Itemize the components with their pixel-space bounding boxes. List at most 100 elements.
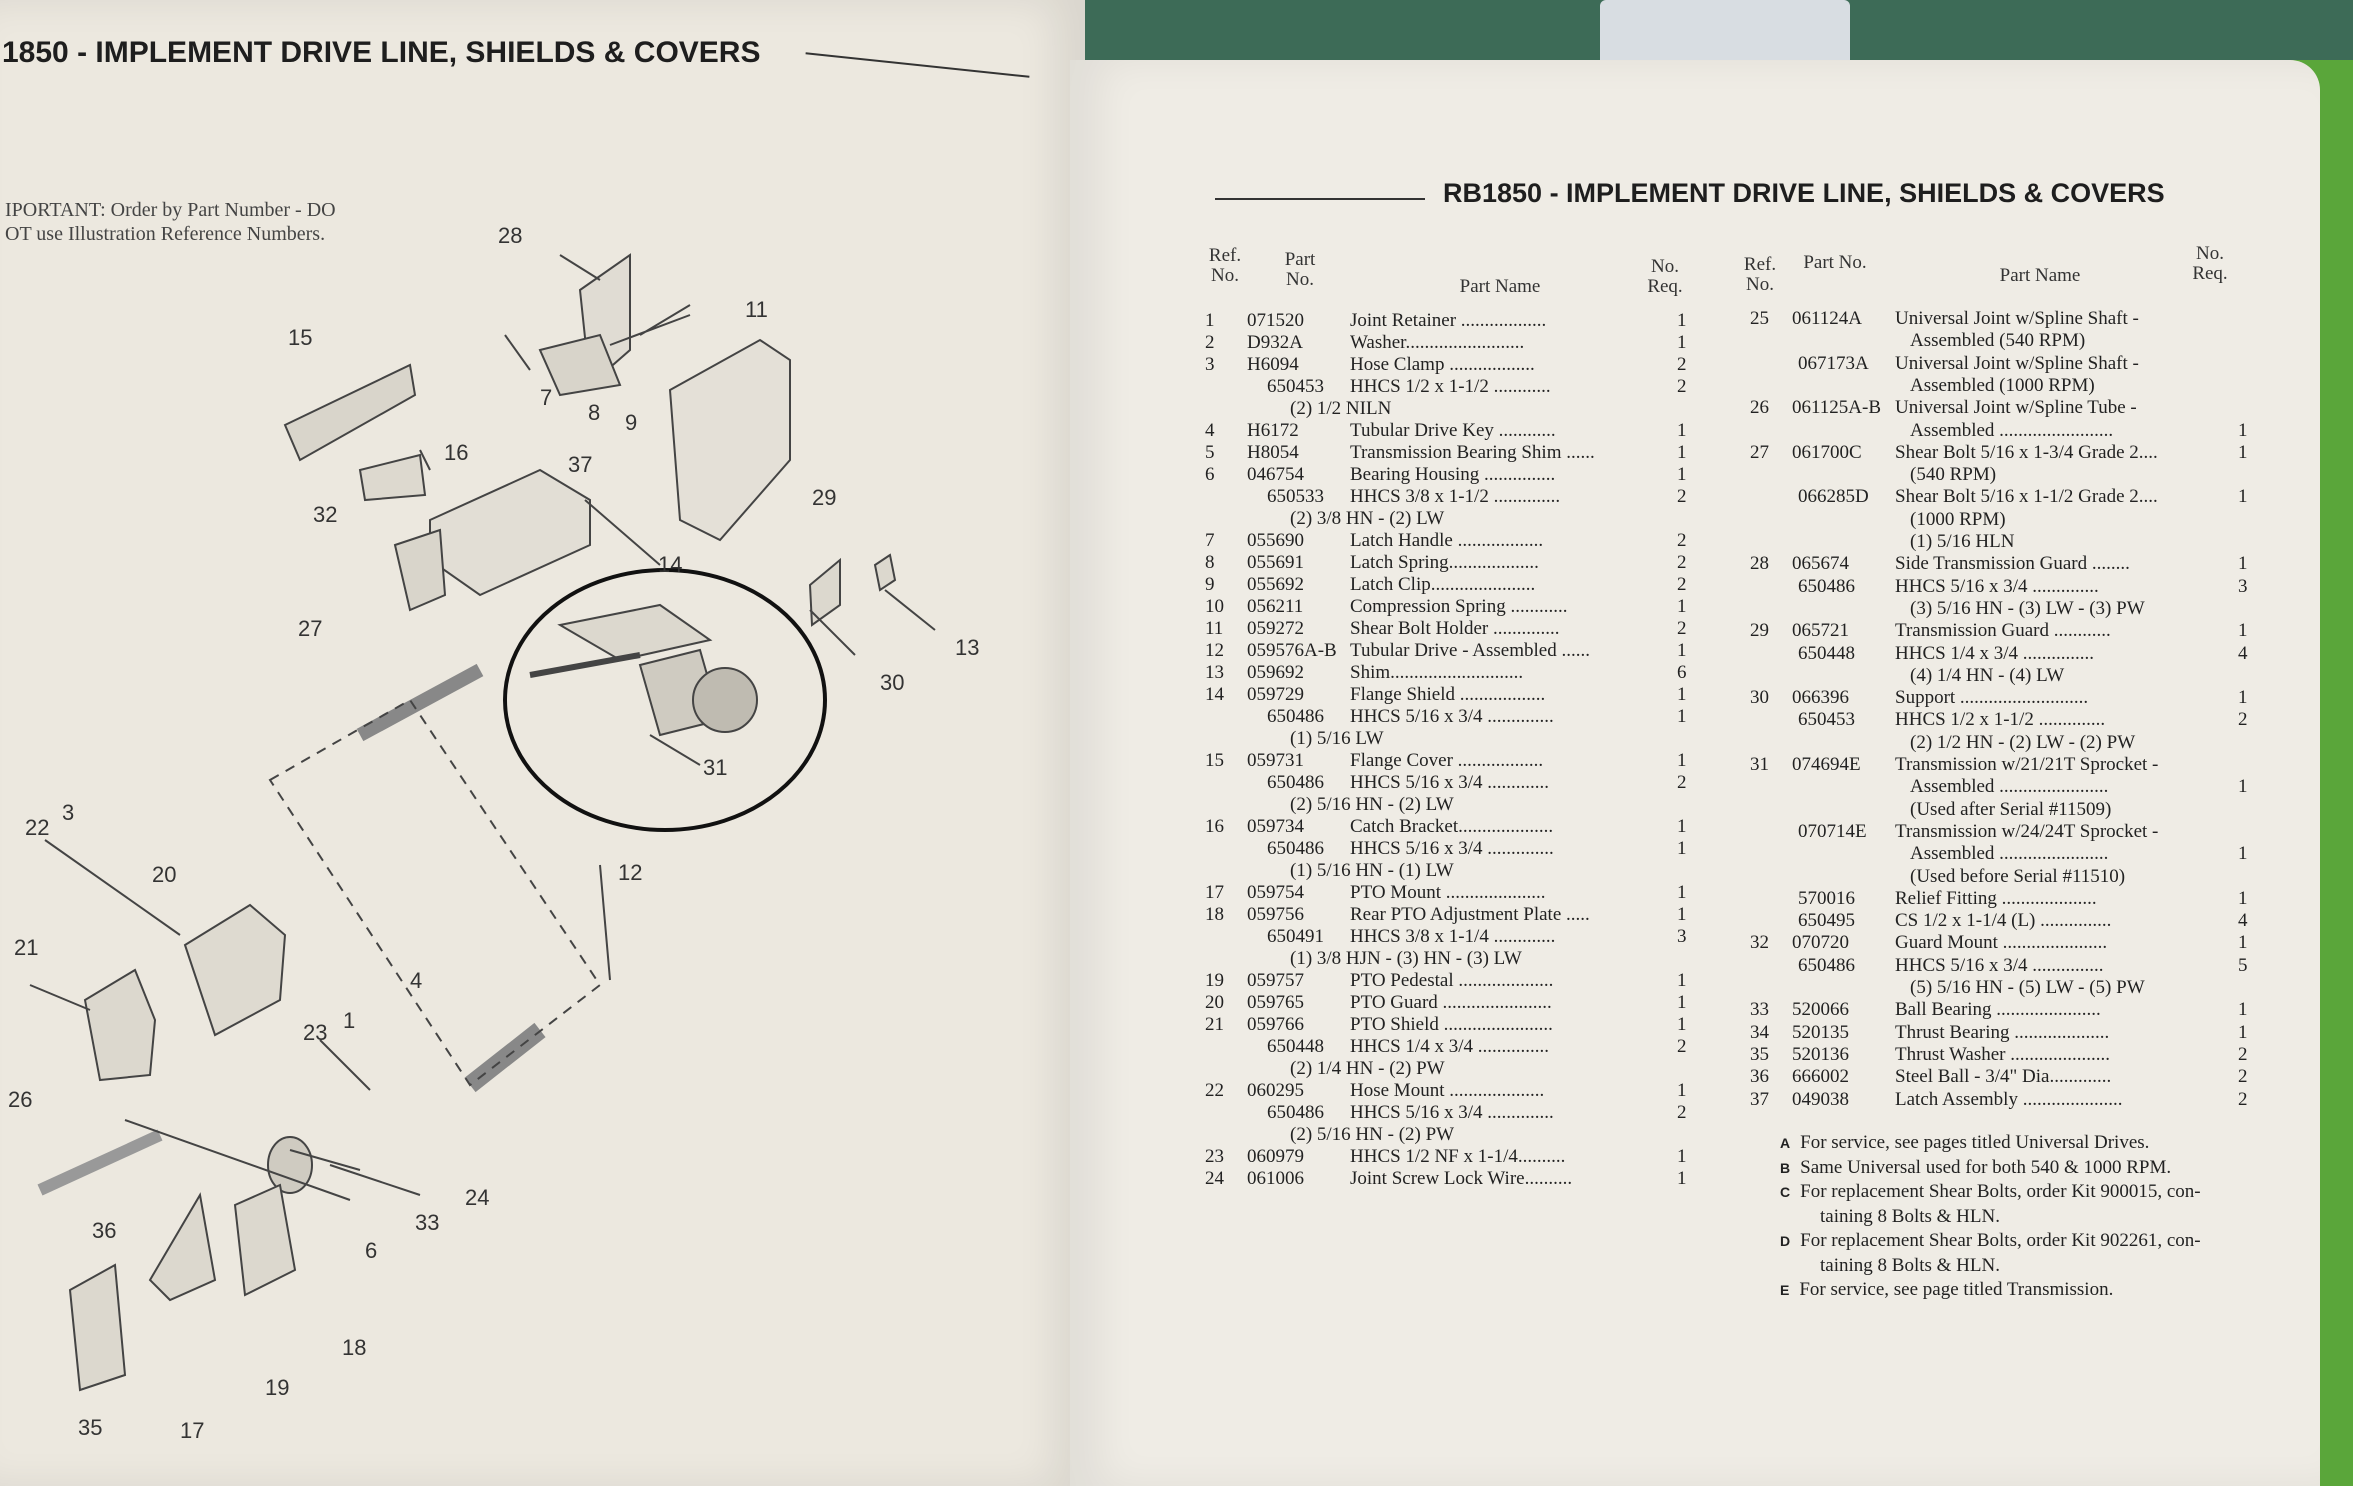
footnote-text: taining 8 Bolts & HLN. xyxy=(1820,1205,2000,1227)
part-number-cell: 060295 xyxy=(1247,1080,1304,1101)
footnote-text: taining 8 Bolts & HLN. xyxy=(1820,1254,2000,1276)
callout-36: 36 xyxy=(92,1218,116,1243)
table-row: (1) 5/16 HLN xyxy=(1750,531,2260,553)
part-name-cell: Thrust Washer ..................... xyxy=(1895,1043,2111,1065)
ref-cell: 29 xyxy=(1750,620,1769,642)
ref-cell: 25 xyxy=(1750,308,1769,329)
ref-cell: 17 xyxy=(1205,882,1224,903)
callout-21: 21 xyxy=(14,935,38,960)
header-rule xyxy=(805,52,1030,78)
footnote-text: For replacement Shear Bolts, order Kit 9… xyxy=(1800,1230,2201,1251)
callout-1: 1 xyxy=(343,1008,355,1033)
part-name-cell: Steel Ball - 3/4" Dia............. xyxy=(1895,1066,2112,1088)
callout-31: 31 xyxy=(703,755,727,780)
part-number-cell: 059734 xyxy=(1247,816,1304,837)
part-name-cell: Latch Assembly ..................... xyxy=(1895,1088,2123,1110)
ref-cell: 2 xyxy=(1205,332,1215,353)
quantity-cell: 1 xyxy=(1677,442,1687,463)
callout-30: 30 xyxy=(880,670,904,695)
callout-11: 11 xyxy=(745,297,768,322)
ref-cell: 22 xyxy=(1205,1080,1224,1101)
part-name-cell: (2) 5/16 HN - (2) PW xyxy=(1290,1124,1455,1145)
ref-cell: 33 xyxy=(1750,999,1769,1021)
quantity-cell: 1 xyxy=(2238,843,2248,865)
part-name-cell: (1) 5/16 LW xyxy=(1290,728,1384,749)
part-name-cell: Tubular Drive - Assembled ...... xyxy=(1350,640,1590,661)
part-number-cell: D932A xyxy=(1247,332,1303,353)
quantity-cell: 1 xyxy=(2238,999,2248,1021)
part-number-cell: 065721 xyxy=(1792,620,1849,642)
callout-12: 12 xyxy=(618,860,642,885)
part-number-cell: 071520 xyxy=(1247,310,1304,331)
part-number-cell: 055692 xyxy=(1247,574,1304,595)
part-number-cell: 650453 xyxy=(1798,709,1855,731)
quantity-cell: 1 xyxy=(1677,420,1687,441)
part-number-cell: 056211 xyxy=(1247,596,1304,617)
part-number-cell: 060979 xyxy=(1247,1146,1304,1167)
footnote-key: C xyxy=(1780,1184,1791,1200)
quantity-cell: 2 xyxy=(2238,1066,2248,1088)
part-name-cell: HHCS 1/2 NF x 1-1/4.......... xyxy=(1350,1146,1566,1167)
part-name-cell: PTO Pedestal .................... xyxy=(1350,970,1554,991)
table-row: (2) 5/16 HN - (2) PW xyxy=(1205,1124,1725,1146)
callout-37: 37 xyxy=(568,452,592,477)
col-header-req-left: No. Req. xyxy=(1647,256,1683,297)
quantity-cell: 2 xyxy=(2238,1043,2248,1065)
part-name-cell: Shim............................ xyxy=(1350,662,1524,683)
callout-35: 35 xyxy=(78,1415,102,1440)
table-row: (1) 3/8 HJN - (3) HN - (3) LW xyxy=(1205,948,1725,970)
footnote-key: D xyxy=(1780,1233,1791,1249)
col-header-req-right: No. Req. xyxy=(2192,243,2228,284)
part-number-cell: 650448 xyxy=(1798,642,1855,664)
quantity-cell: 1 xyxy=(2238,932,2248,954)
ref-cell: 14 xyxy=(1205,684,1224,705)
part-name-cell: Tubular Drive Key ............ xyxy=(1350,420,1556,441)
quantity-cell: 1 xyxy=(1677,684,1687,705)
ref-cell: 12 xyxy=(1205,640,1224,661)
footnote-key: E xyxy=(1780,1282,1790,1298)
part-name-cell: (1) 3/8 HJN - (3) HN - (3) LW xyxy=(1290,948,1522,969)
callout-8: 8 xyxy=(588,400,600,425)
col-header-part-left: Part No. xyxy=(1284,249,1316,290)
quantity-cell: 4 xyxy=(2238,642,2248,664)
quantity-cell: 2 xyxy=(1677,354,1687,375)
callout-24: 24 xyxy=(465,1185,489,1210)
part-name-cell: Transmission Guard ............ xyxy=(1895,620,2111,642)
footnote-key: A xyxy=(1780,1135,1791,1151)
quantity-cell: 2 xyxy=(1677,486,1687,507)
ref-cell: 8 xyxy=(1205,552,1215,573)
callout-28: 28 xyxy=(498,223,522,248)
part-number-cell: 066285D xyxy=(1798,486,1869,508)
part-name-cell: Flange Cover .................. xyxy=(1350,750,1544,771)
order-note: IPORTANT: Order by Part Number - DO OT u… xyxy=(5,198,336,246)
part-name-cell: (4) 1/4 HN - (4) LW xyxy=(1910,664,2065,686)
part-name-cell: (2) 5/16 HN - (2) LW xyxy=(1290,794,1454,815)
part-number-cell: H6094 xyxy=(1247,354,1299,375)
table-row: Assembled (540 RPM) xyxy=(1750,330,2260,352)
part-number-cell: 055690 xyxy=(1247,530,1304,551)
callout-33: 33 xyxy=(415,1210,439,1235)
part-number-cell: 666002 xyxy=(1792,1066,1849,1088)
quantity-cell: 1 xyxy=(2238,776,2248,798)
ref-cell: 1 xyxy=(1205,310,1215,331)
table-row: Assembled .......................1 xyxy=(1750,843,2260,865)
